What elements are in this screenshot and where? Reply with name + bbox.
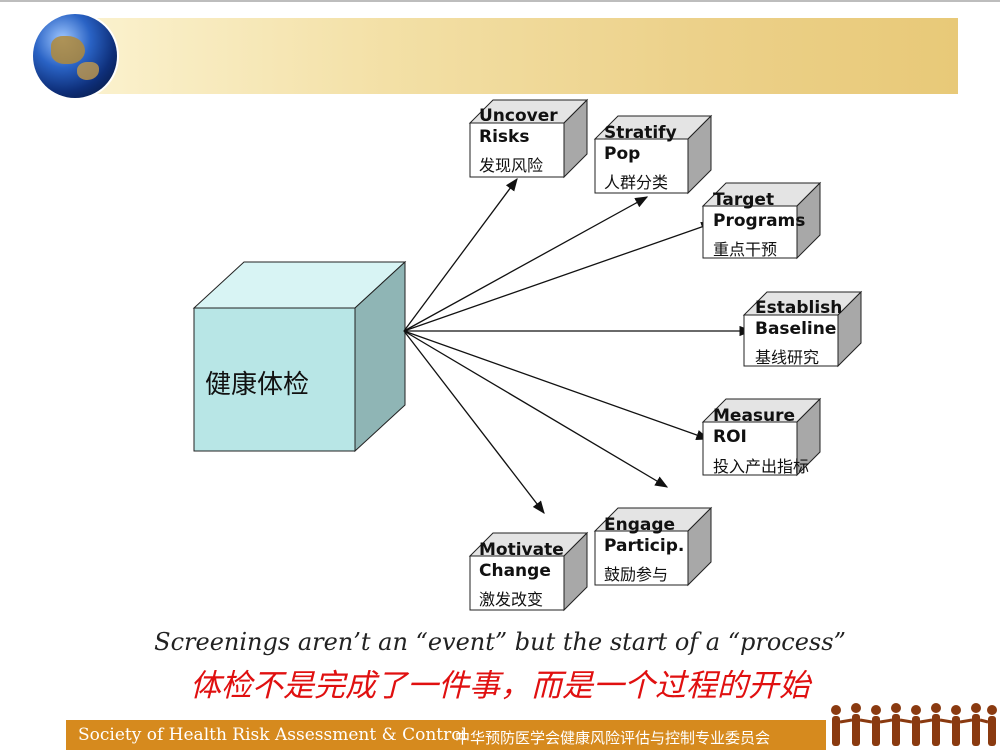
box-stratify-subtitle: 人群分类 xyxy=(604,173,669,192)
world-map-banner xyxy=(80,18,958,94)
box-stratify-title: Stratify Pop xyxy=(604,123,677,164)
footer-english: Society of Health Risk Assessment & Cont… xyxy=(78,725,467,745)
box-establish-subtitle: 基线研究 xyxy=(755,348,820,367)
caption-english: Screenings aren’t an “event” but the sta… xyxy=(154,628,846,656)
cube-stratify xyxy=(593,114,713,195)
box-motivate-title: Motivate Change xyxy=(479,540,564,581)
box-engage-subtitle: 鼓励参与 xyxy=(604,565,669,584)
box-engage-title: Engage Particip. xyxy=(604,515,685,556)
top-rule xyxy=(0,0,1000,2)
cube-establish xyxy=(742,290,863,368)
box-target-title: Target Programs xyxy=(713,190,806,231)
arrow-to-stratify xyxy=(403,196,649,332)
box-uncover-title: Uncover Risks xyxy=(479,106,558,147)
arrow-to-target xyxy=(403,221,715,332)
arrow-to-engage xyxy=(403,330,669,488)
globe-icon xyxy=(33,14,117,98)
box-motivate-subtitle: 激发改变 xyxy=(479,590,544,609)
cube-motivate xyxy=(468,531,589,612)
arrows xyxy=(403,177,753,515)
caption-chinese: 体检不是完成了一件事，而是一个过程的开始 xyxy=(190,668,810,704)
box-uncover-subtitle: 发现风险 xyxy=(479,156,544,175)
box-establish-title: Establish Baseline xyxy=(755,298,843,339)
main-cube-label: 健康体检 xyxy=(205,370,310,400)
cube-engage xyxy=(593,506,713,587)
cube-uncover xyxy=(468,98,589,179)
cube-target xyxy=(701,181,822,260)
arrow-to-measure xyxy=(403,330,710,440)
people-logo xyxy=(831,703,997,746)
footer-chinese: 中华预防医学会健康风险评估与控制专业委员会 xyxy=(455,729,771,747)
process-diagram xyxy=(192,98,863,612)
arrow-to-uncover xyxy=(403,177,518,332)
small-cubes xyxy=(468,98,863,612)
arrow-to-motivate xyxy=(403,330,545,515)
box-measure-title: Measure ROI xyxy=(713,406,796,447)
footer-bar xyxy=(66,720,826,750)
box-measure-subtitle: 投入产出指标 xyxy=(713,457,810,476)
cube-measure xyxy=(701,397,822,477)
main-cube xyxy=(192,260,407,453)
box-target-subtitle: 重点干预 xyxy=(713,240,778,259)
